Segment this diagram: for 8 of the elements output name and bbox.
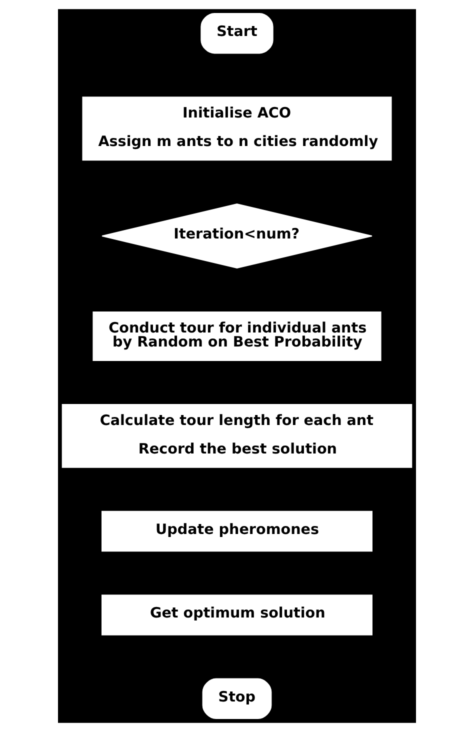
node-diamond: Iteration<num? [102,203,372,268]
node-box: Stop [202,678,272,719]
node-box: Start [200,12,274,54]
node-box: Update pheromones [102,510,372,552]
node-box: Initialise ACO Assign m ants to n cities randomly [82,96,392,160]
node-box: Get optimum solution [102,594,372,635]
node-box: Calculate tour length for each ant Record the best solution [62,404,412,468]
node-box: Conduct tour for individual ants by Random on Best Probability [92,310,382,361]
